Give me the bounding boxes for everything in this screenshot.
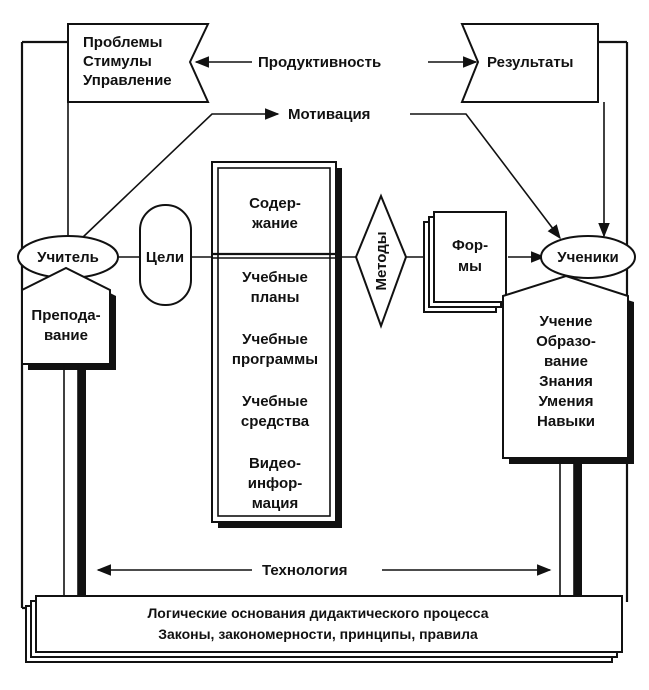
goals-label: Цели	[146, 249, 184, 266]
problems-line-3: Управление	[83, 72, 172, 89]
forms-line-1: Фор-	[452, 237, 488, 254]
technology-label: Технология	[262, 562, 347, 579]
teaching-line-2: вание	[44, 327, 88, 344]
base-line-2: Законы, закономерности, принципы, правил…	[158, 626, 478, 642]
right-pillar	[559, 457, 575, 597]
learning-line-4: Знания	[539, 373, 593, 390]
content-line-2: жание	[251, 215, 298, 232]
means-line-1: Учебные	[242, 393, 308, 410]
results-box	[460, 23, 599, 103]
content-column-inner	[217, 167, 331, 517]
programs-line-1: Учебные	[242, 331, 308, 348]
learning-line-3: вание	[544, 353, 588, 370]
content-line-1: Содер-	[249, 195, 301, 212]
teacher-label: Учитель	[37, 249, 99, 266]
teaching-line-1: Препода-	[31, 307, 100, 324]
learning-line-2: Образо-	[536, 333, 596, 350]
problems-line-2: Стимулы	[83, 53, 152, 70]
results-label: Результаты	[487, 54, 573, 71]
students-label: Ученики	[557, 249, 618, 266]
left-pillar-shadow	[78, 370, 86, 596]
learning-line-6: Навыки	[537, 413, 595, 430]
learning-line-5: Умения	[538, 393, 593, 410]
goals-node	[139, 204, 192, 306]
video-line-3: мация	[252, 495, 298, 512]
programs-line-2: программы	[232, 351, 318, 368]
productivity-label: Продуктивность	[258, 54, 381, 71]
means-line-2: средства	[241, 413, 310, 430]
motivation-label: Мотивация	[288, 106, 370, 123]
video-line-2: инфор-	[248, 475, 303, 492]
video-line-1: Видео-	[249, 455, 301, 472]
base-line-1: Логические основания дидактического проц…	[147, 605, 488, 621]
left-pillar	[63, 363, 79, 597]
methods-label: Методы	[373, 231, 390, 290]
curriculum-line-2: планы	[251, 289, 300, 306]
motivation-arrow-out	[410, 113, 561, 240]
curriculum-line-1: Учебные	[242, 269, 308, 286]
content-column	[211, 161, 337, 523]
forms-node	[433, 211, 507, 303]
learning-line-1: Учение	[539, 313, 592, 330]
students-node	[540, 235, 636, 279]
base-node	[35, 595, 623, 653]
problems-box	[67, 23, 210, 103]
teaching-node	[21, 266, 111, 365]
problems-line-1: Проблемы	[83, 34, 162, 51]
learning-node	[502, 274, 629, 459]
motivation-arrow-in	[81, 108, 280, 239]
forms-line-2: мы	[458, 258, 482, 275]
right-pillar-shadow	[574, 464, 582, 596]
methods-node	[354, 193, 408, 329]
